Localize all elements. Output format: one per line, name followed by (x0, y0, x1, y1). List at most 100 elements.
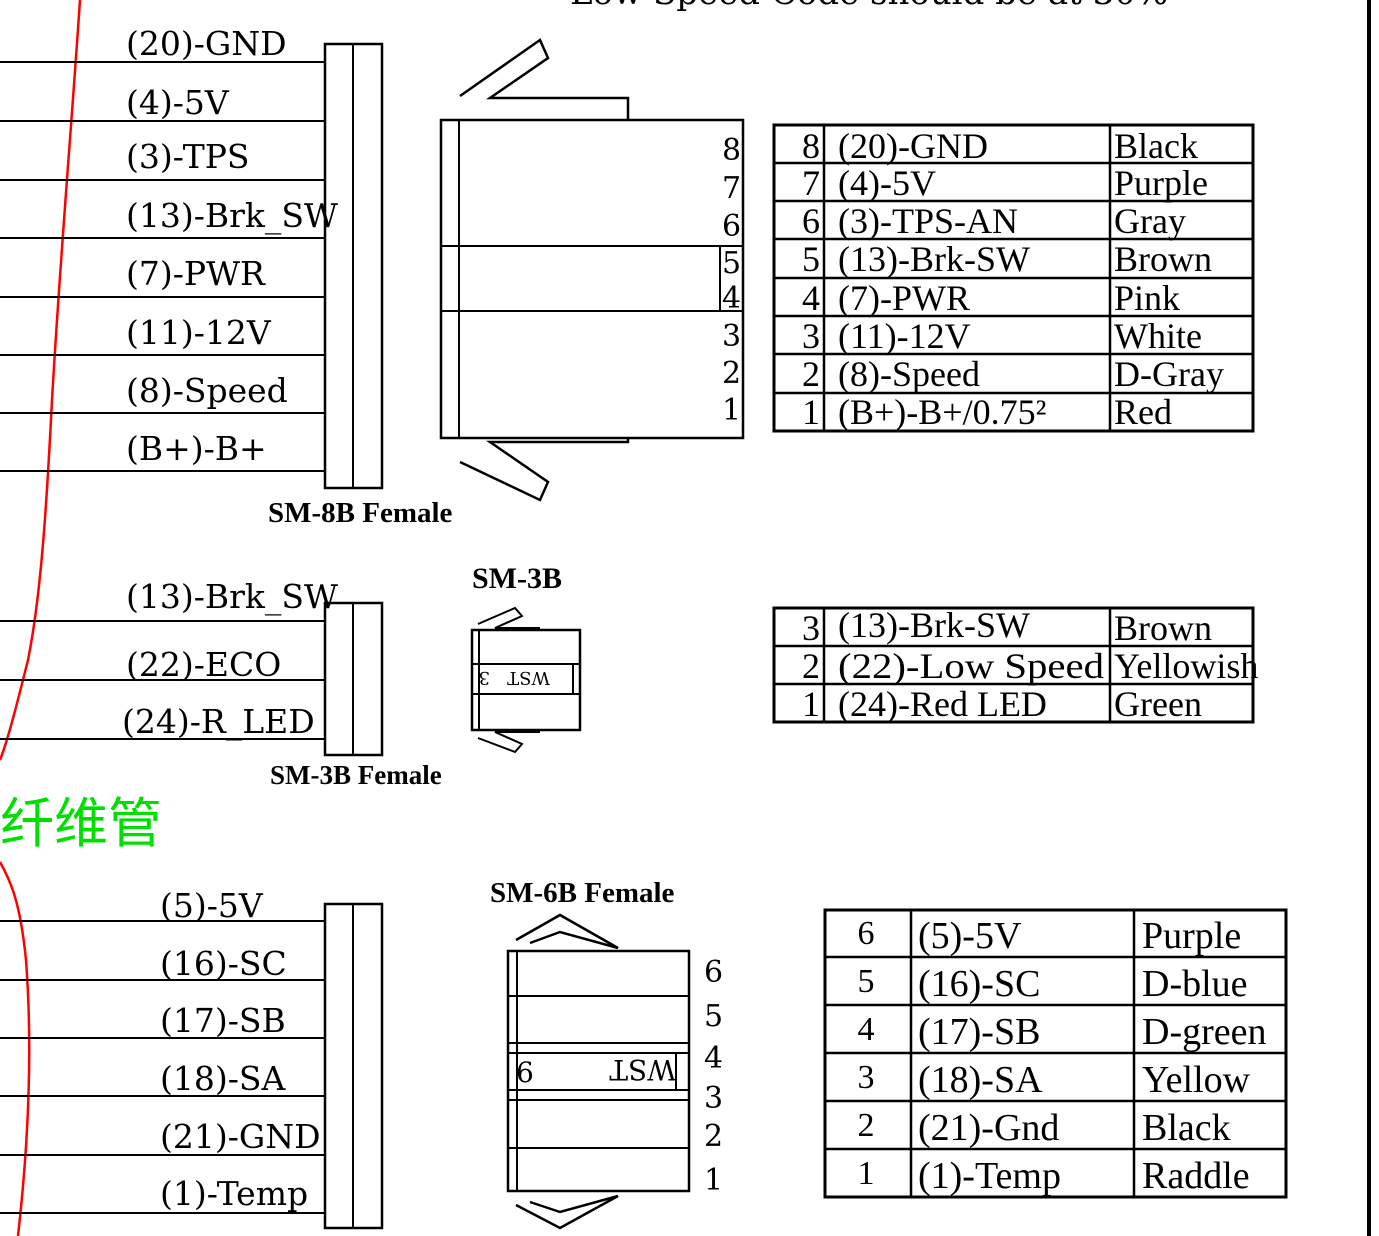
wire-label: (13)-Brk_SW (126, 577, 338, 617)
table-cell-color: Pink (1114, 278, 1180, 318)
table-cell-signal: (22)-Low Speed (838, 646, 1104, 686)
pin-number: 3 (704, 1081, 723, 1116)
table-cell-signal: (11)-12V (838, 316, 971, 356)
table-cell-color: Purple (1142, 915, 1241, 957)
table-cell-signal: (16)-SC (918, 963, 1040, 1005)
table-cell-pin: 4 (858, 1011, 875, 1048)
table-cell-pin: 2 (802, 646, 820, 686)
table-cell-pin: 3 (802, 608, 820, 648)
table-cell-color: D-blue (1142, 963, 1248, 1005)
pin-number: 6 (704, 955, 723, 990)
wire-label: (24)-R_LED (122, 702, 315, 742)
table-cell-pin: 6 (802, 201, 820, 241)
connector-face-text: WST (507, 667, 550, 688)
pin-number: 8 (722, 133, 741, 168)
pinout-table-sm8b: 8 (20)-GND Black 7 (4)-5V Purple 6 (3)-T… (772, 123, 1255, 433)
wire-label: (B+)-B+ (126, 429, 267, 468)
wire-label: (8)-Speed (126, 371, 288, 410)
wire-label: (3)-TPS (126, 137, 250, 176)
table-cell-signal: (1)-Temp (918, 1155, 1061, 1197)
pin-number: 1 (704, 1163, 723, 1198)
pin-number: 5 (722, 246, 741, 281)
pin-number: 1 (722, 393, 741, 428)
pin-number: 4 (704, 1041, 723, 1076)
wire-label: (11)-12V (126, 313, 272, 352)
table-cell-signal: (5)-5V (918, 915, 1022, 957)
table-cell-pin: 4 (802, 278, 820, 318)
table-cell-signal: (4)-5V (838, 163, 936, 203)
wire-label: (13)-Brk_SW (126, 196, 338, 236)
table-cell-pin: 2 (858, 1107, 875, 1144)
wire-label: (16)-SC (160, 944, 287, 983)
wire-label: (22)-ECO (126, 645, 281, 684)
table-cell-pin: 3 (802, 316, 820, 356)
table-cell-color: Yellow (1142, 1059, 1251, 1101)
table-cell-color: Brown (1114, 239, 1212, 279)
table-cell-pin: 7 (802, 163, 820, 203)
pin-number: 6 (722, 209, 741, 244)
pin-number: 7 (722, 171, 741, 206)
wire-label: (1)-Temp (160, 1174, 308, 1213)
pinout-table-sm6b: 6 (5)-5V Purple 5 (16)-SC D-blue 4 (17)-… (823, 908, 1288, 1199)
table-cell-color: Gray (1114, 201, 1186, 241)
table-cell-signal: (13)-Brk-SW (838, 239, 1030, 279)
table-cell-pin: 1 (802, 684, 820, 724)
table-cell-color: White (1114, 316, 1202, 356)
wire-label: (21)-GND (160, 1117, 321, 1156)
table-cell-color: Purple (1114, 163, 1208, 203)
red-curve-annotation (0, 0, 82, 1236)
connector-label: SM-6B Female (490, 877, 675, 909)
table-cell-color: Yellowish (1114, 646, 1258, 686)
wire-label: (7)-PWR (126, 254, 266, 293)
table-cell-signal: (8)-Speed (838, 354, 980, 394)
wire-label: (5)-5V (160, 886, 264, 925)
table-cell-signal: (17)-SB (918, 1011, 1040, 1053)
connector-sm8b-female: (20)-GND (4)-5V (3)-TPS (13)-Brk_SW (7)-… (0, 24, 745, 529)
table-cell-color: Brown (1114, 608, 1212, 648)
table-cell-color: Black (1114, 126, 1198, 166)
table-cell-signal: (B+)-B+/0.75² (838, 392, 1046, 432)
table-cell-signal: (24)-Red LED (838, 684, 1047, 724)
table-cell-pin: 1 (802, 392, 820, 432)
table-cell-pin: 5 (802, 239, 820, 279)
table-cell-signal: (7)-PWR (838, 278, 970, 318)
connector-title: SM-3B (472, 562, 562, 595)
wire-label: (18)-SA (160, 1059, 286, 1098)
connector-face-text: WST (609, 1053, 676, 1086)
connector-face-number: 3 (479, 667, 490, 688)
wire-label: (17)-SB (160, 1001, 286, 1040)
wire-label: (20)-GND (126, 24, 287, 63)
pinout-table-sm3b: 3 (13)-Brk-SW Brown 2 (22)-Low Speed Yel… (772, 605, 1258, 724)
table-cell-pin: 8 (802, 126, 820, 166)
note-fiber-tube: 纤维管 (0, 792, 162, 855)
connector-label: SM-3B Female (270, 760, 442, 790)
wire-label: (4)-5V (126, 83, 230, 122)
connector-face-number: 6 (516, 1056, 534, 1089)
table-cell-pin: 2 (802, 354, 820, 394)
header-note: Low Speed Code should be at 30% (570, 0, 1168, 13)
table-cell-color: Black (1142, 1107, 1231, 1149)
table-cell-color: D-green (1142, 1011, 1266, 1053)
pin-number: 3 (722, 319, 741, 354)
table-cell-pin: 1 (858, 1155, 875, 1192)
table-cell-signal: (20)-GND (838, 126, 988, 166)
table-cell-signal: (18)-SA (918, 1059, 1043, 1101)
table-cell-pin: 6 (858, 915, 875, 952)
table-cell-color: D-Gray (1114, 354, 1224, 394)
table-cell-color: Green (1114, 684, 1202, 724)
table-cell-color: Red (1114, 392, 1172, 432)
pin-number: 5 (704, 999, 723, 1034)
table-cell-signal: (13)-Brk-SW (838, 605, 1030, 645)
pin-number: 2 (722, 356, 741, 391)
table-cell-signal: (21)-Gnd (918, 1107, 1059, 1149)
table-cell-color: Raddle (1142, 1155, 1250, 1197)
connector-label: SM-8B Female (268, 497, 453, 529)
pin-number: 2 (704, 1119, 723, 1154)
pin-number: 4 (722, 281, 741, 316)
connector-sm6b-female: (5)-5V (16)-SC (17)-SB (18)-SA (21)-GND … (0, 877, 723, 1230)
table-cell-pin: 5 (858, 963, 875, 1000)
table-cell-signal: (3)-TPS-AN (838, 201, 1018, 241)
table-cell-pin: 3 (858, 1059, 875, 1096)
connector-sm3b-female: (13)-Brk_SW (22)-ECO (24)-R_LED SM-3B Fe… (0, 562, 582, 790)
